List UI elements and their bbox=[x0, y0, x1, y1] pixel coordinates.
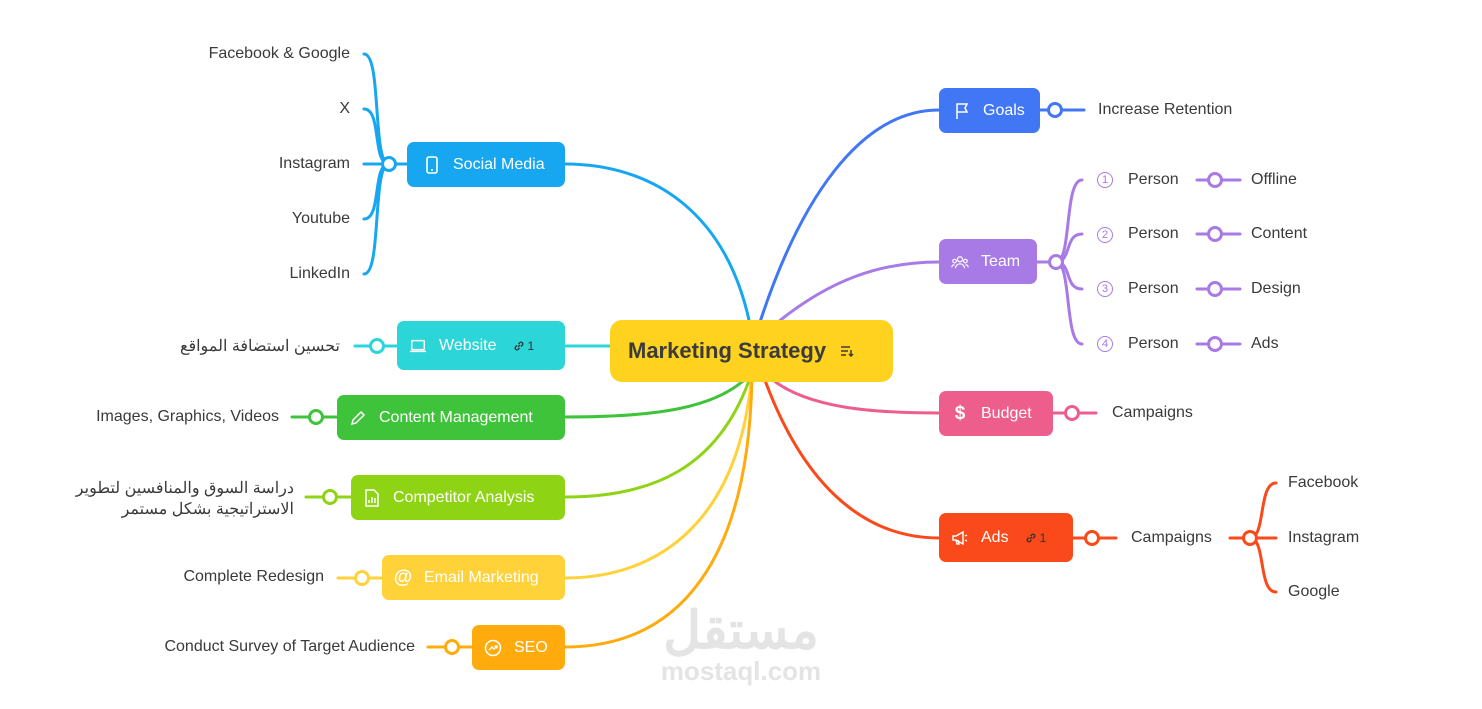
leaf-line: دراسة السوق والمنافسين لتطوير bbox=[75, 480, 294, 497]
watermark-arabic: مستقل bbox=[663, 602, 819, 660]
collapse-toggle[interactable] bbox=[354, 570, 370, 586]
leaf-line: الاستراتيجية بشكل مستمر bbox=[121, 501, 294, 518]
branch-line bbox=[563, 370, 754, 580]
laptop-icon bbox=[409, 337, 427, 355]
chart-icon bbox=[363, 488, 381, 507]
topic-content-management[interactable]: Content Management bbox=[337, 395, 565, 440]
leaf-text[interactable]: Increase Retention bbox=[1098, 101, 1233, 118]
leaf-text[interactable]: Person bbox=[1128, 280, 1179, 297]
collapse-toggle[interactable] bbox=[308, 409, 324, 425]
collapse-toggle[interactable] bbox=[1084, 530, 1100, 546]
people-icon bbox=[951, 253, 969, 271]
collapse-toggle[interactable] bbox=[1048, 254, 1064, 270]
phone-icon bbox=[423, 155, 441, 174]
topic-label: Team bbox=[981, 252, 1021, 270]
leaf-text[interactable]: Conduct Survey of Target Audience bbox=[164, 638, 415, 655]
topic-email-marketing[interactable]: @ Email Marketing bbox=[382, 555, 565, 600]
collapse-toggle[interactable] bbox=[1207, 226, 1223, 242]
at-icon: @ bbox=[393, 566, 413, 588]
branch-line bbox=[760, 370, 941, 540]
topic-goals[interactable]: Goals bbox=[939, 88, 1040, 133]
person-number-badge: 4 bbox=[1097, 336, 1113, 352]
leaf-text[interactable]: X bbox=[339, 100, 350, 117]
leaf-text[interactable]: Facebook bbox=[1288, 474, 1359, 491]
collapse-toggle[interactable] bbox=[1242, 530, 1258, 546]
topic-ads[interactable]: Ads 1 bbox=[939, 513, 1073, 562]
link-icon bbox=[514, 341, 523, 350]
topic-seo[interactable]: SEO bbox=[472, 625, 565, 670]
leaf-text[interactable]: Content bbox=[1251, 225, 1308, 242]
dollar-icon: $ bbox=[954, 402, 966, 424]
topic-label: Social Media bbox=[453, 155, 545, 173]
leaf-text[interactable]: Campaigns bbox=[1131, 529, 1212, 546]
collapse-toggle[interactable] bbox=[1047, 102, 1063, 118]
leaf-text[interactable]: Google bbox=[1288, 583, 1340, 600]
link-badge[interactable]: 1 bbox=[513, 338, 535, 353]
leaf-text[interactable]: Instagram bbox=[1288, 529, 1360, 546]
branch-line bbox=[563, 370, 754, 419]
collapse-toggle[interactable] bbox=[369, 338, 385, 354]
link-badge[interactable]: 1 bbox=[1025, 530, 1047, 545]
topic-label: Budget bbox=[981, 404, 1032, 422]
sub-line bbox=[1248, 536, 1278, 594]
topic-label: Website bbox=[439, 336, 497, 354]
leaf-text[interactable]: تحسين استضافة المواقع bbox=[179, 338, 340, 355]
collapse-toggle[interactable] bbox=[444, 639, 460, 655]
branch-line bbox=[776, 260, 941, 324]
collapse-toggle[interactable] bbox=[1064, 405, 1080, 421]
topic-label: Ads bbox=[981, 528, 1009, 546]
flag-icon bbox=[953, 102, 971, 120]
topic-team[interactable]: Team bbox=[939, 239, 1037, 284]
collapse-toggle[interactable] bbox=[1207, 281, 1223, 297]
branch-line bbox=[563, 370, 754, 499]
leaf-text[interactable]: Person bbox=[1128, 335, 1179, 352]
topic-label: Competitor Analysis bbox=[393, 488, 535, 506]
topic-competitor-analysis[interactable]: Competitor Analysis bbox=[351, 475, 565, 520]
collapse-toggle[interactable] bbox=[322, 489, 338, 505]
branch-line bbox=[563, 370, 754, 649]
megaphone-icon bbox=[951, 529, 969, 547]
leaf-text[interactable]: Youtube bbox=[291, 210, 350, 227]
topic-social-media[interactable]: Social Media bbox=[407, 142, 565, 187]
topic-budget[interactable]: $ Budget bbox=[939, 391, 1053, 436]
person-number-badge: 3 bbox=[1097, 281, 1113, 297]
leaf-text[interactable]: Ads bbox=[1251, 335, 1279, 352]
leaf-text[interactable]: Offline bbox=[1251, 171, 1297, 188]
leaf-text-multiline[interactable]: دراسة السوق والمنافسين لتطوير الاستراتيج… bbox=[76, 478, 294, 520]
leaf-text[interactable]: Campaigns bbox=[1112, 404, 1193, 421]
branch-line bbox=[758, 108, 941, 324]
collapse-toggle[interactable] bbox=[1207, 336, 1223, 352]
notes-icon bbox=[840, 345, 854, 357]
leaf-text[interactable]: Images, Graphics, Videos bbox=[96, 408, 279, 425]
link-icon bbox=[1026, 533, 1036, 542]
topic-label: SEO bbox=[514, 638, 548, 656]
sub-line bbox=[1248, 481, 1278, 540]
branch-line bbox=[762, 370, 941, 415]
leaf-text[interactable]: LinkedIn bbox=[289, 265, 351, 282]
watermark-latin: mostaql.com bbox=[660, 656, 822, 686]
link-count: 1 bbox=[527, 338, 535, 353]
root-label: Marketing Strategy bbox=[628, 338, 827, 363]
leaf-text[interactable]: Design bbox=[1251, 280, 1301, 297]
watermark: مستقل mostaql.com bbox=[650, 605, 832, 685]
leaf-text[interactable]: Person bbox=[1128, 225, 1179, 242]
trend-icon bbox=[484, 639, 502, 657]
link-count: 1 bbox=[1039, 530, 1047, 545]
collapse-toggle[interactable] bbox=[381, 156, 397, 172]
topic-label: Content Management bbox=[379, 408, 533, 426]
collapse-toggle[interactable] bbox=[1207, 172, 1223, 188]
topic-label: Email Marketing bbox=[424, 568, 539, 586]
pencil-icon bbox=[349, 409, 367, 427]
person-number-badge: 1 bbox=[1097, 172, 1113, 188]
leaf-text[interactable]: Instagram bbox=[278, 155, 350, 172]
leaf-text[interactable]: Facebook & Google bbox=[208, 45, 350, 62]
person-number-badge: 2 bbox=[1097, 227, 1113, 243]
topic-website[interactable]: Website 1 bbox=[397, 321, 565, 370]
leaf-text[interactable]: Complete Redesign bbox=[183, 568, 324, 585]
root-node[interactable]: Marketing Strategy bbox=[610, 320, 893, 382]
leaf-text[interactable]: Person bbox=[1128, 171, 1179, 188]
topic-label: Goals bbox=[983, 101, 1025, 119]
branch-line bbox=[563, 162, 754, 337]
